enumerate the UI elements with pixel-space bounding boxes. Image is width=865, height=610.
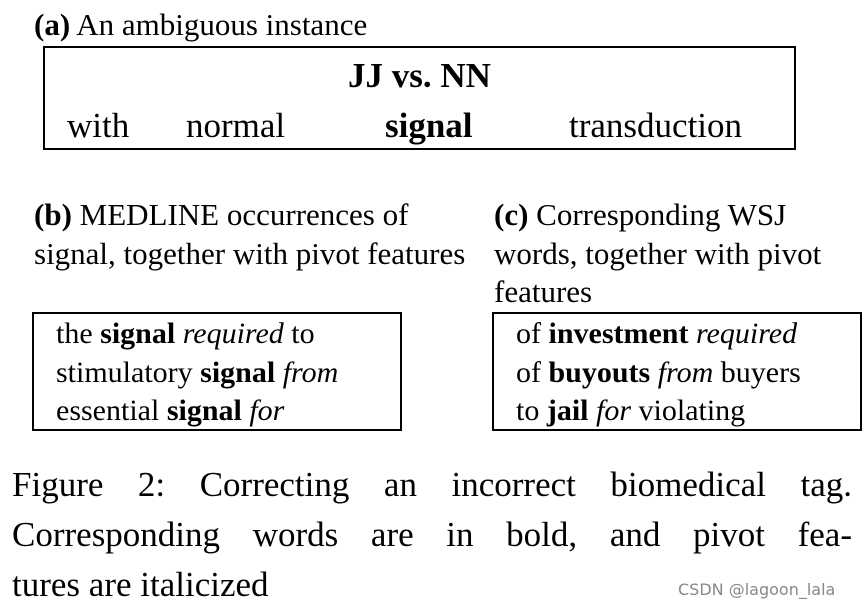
instance-word-normal: normal: [186, 106, 286, 145]
section-a-heading: (a) An ambiguous instance: [34, 6, 367, 44]
example-line: stimulatory signal from: [56, 355, 339, 389]
example-line: the signal required to: [56, 317, 315, 350]
instance-word-with: with: [67, 106, 130, 145]
figure-caption: Figure 2: Correcting an incorrect biomed…: [12, 460, 852, 610]
example-line: of buyouts from buyers: [516, 355, 801, 389]
tag-question: JJ vs. NN: [348, 56, 491, 95]
example-line: essential signal for: [56, 394, 285, 427]
example-line: to jail for violating: [516, 394, 746, 427]
caption-line: Figure 2: Correcting an incorrect biomed…: [12, 465, 852, 504]
section-c-title: Corresponding WSJ words, together with p…: [494, 197, 822, 309]
section-a-label: (a): [34, 7, 71, 42]
example-line: of investment required: [516, 317, 798, 350]
wsj-examples-box: of investment required of buyouts from b…: [492, 312, 862, 431]
section-c-label: (c): [494, 197, 529, 232]
caption-line: Corresponding words are in bold, and piv…: [12, 515, 852, 554]
section-b-label: (b): [34, 197, 72, 232]
section-b-title: MEDLINE occurrences of signal, together …: [34, 197, 466, 271]
section-c-heading: (c) Corresponding WSJ words, together wi…: [494, 196, 864, 312]
section-b-heading: (b) MEDLINE occurrences of signal, toget…: [34, 196, 474, 273]
instance-word-signal: signal: [385, 106, 473, 145]
ambiguous-instance-box: JJ vs. NN with normal signal transductio…: [43, 46, 796, 150]
section-a-title: An ambiguous instance: [76, 7, 368, 42]
instance-word-transduction: transduction: [569, 106, 743, 145]
caption-line: tures are italicized: [12, 565, 269, 604]
watermark: CSDN @lagoon_lala: [678, 580, 836, 599]
medline-examples-box: the signal required to stimulatory signa…: [32, 312, 402, 431]
